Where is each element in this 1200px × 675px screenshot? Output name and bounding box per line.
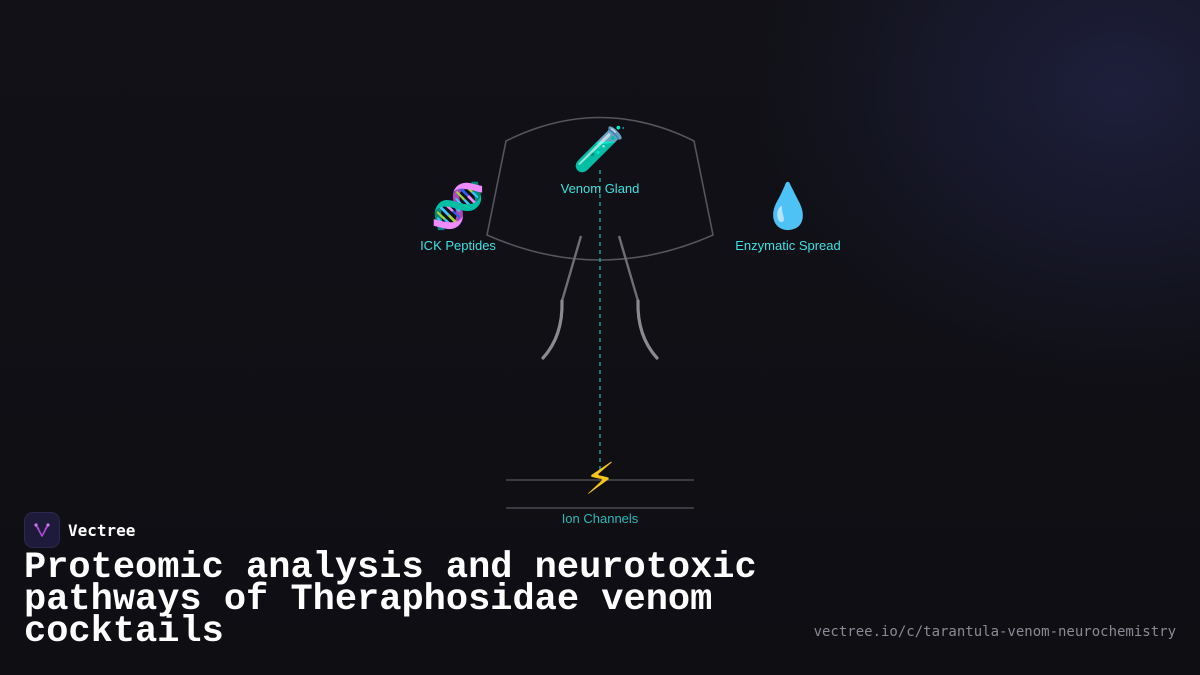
- page-title: Proteomic analysis and neurotoxic pathwa…: [24, 547, 757, 653]
- source-url[interactable]: vectree.io/c/tarantula-venom-neurochemis…: [813, 624, 1176, 640]
- enzymatic-spread-label: Enzymatic Spread: [735, 238, 841, 253]
- droplet-icon: 💧: [760, 181, 816, 232]
- left-duct: [560, 235, 583, 302]
- dna-icon: 🧬: [430, 181, 486, 232]
- ion-channels-label: Ion Channels: [561, 511, 639, 526]
- gland-outline: [486, 116, 714, 261]
- left-fang: [541, 299, 564, 360]
- brand-name: Vectree: [68, 520, 136, 540]
- right-fang: [636, 299, 659, 360]
- ick-peptides-label: ICK Peptides: [420, 238, 496, 253]
- right-duct: [617, 235, 640, 302]
- venom-gland-label: Venom Gland: [560, 181, 640, 196]
- vectree-logo-icon: [24, 512, 60, 548]
- brand: Vectree: [24, 512, 135, 548]
- lightning-icon: ⚡: [584, 454, 616, 505]
- test-tube-icon: 🧪: [572, 124, 628, 175]
